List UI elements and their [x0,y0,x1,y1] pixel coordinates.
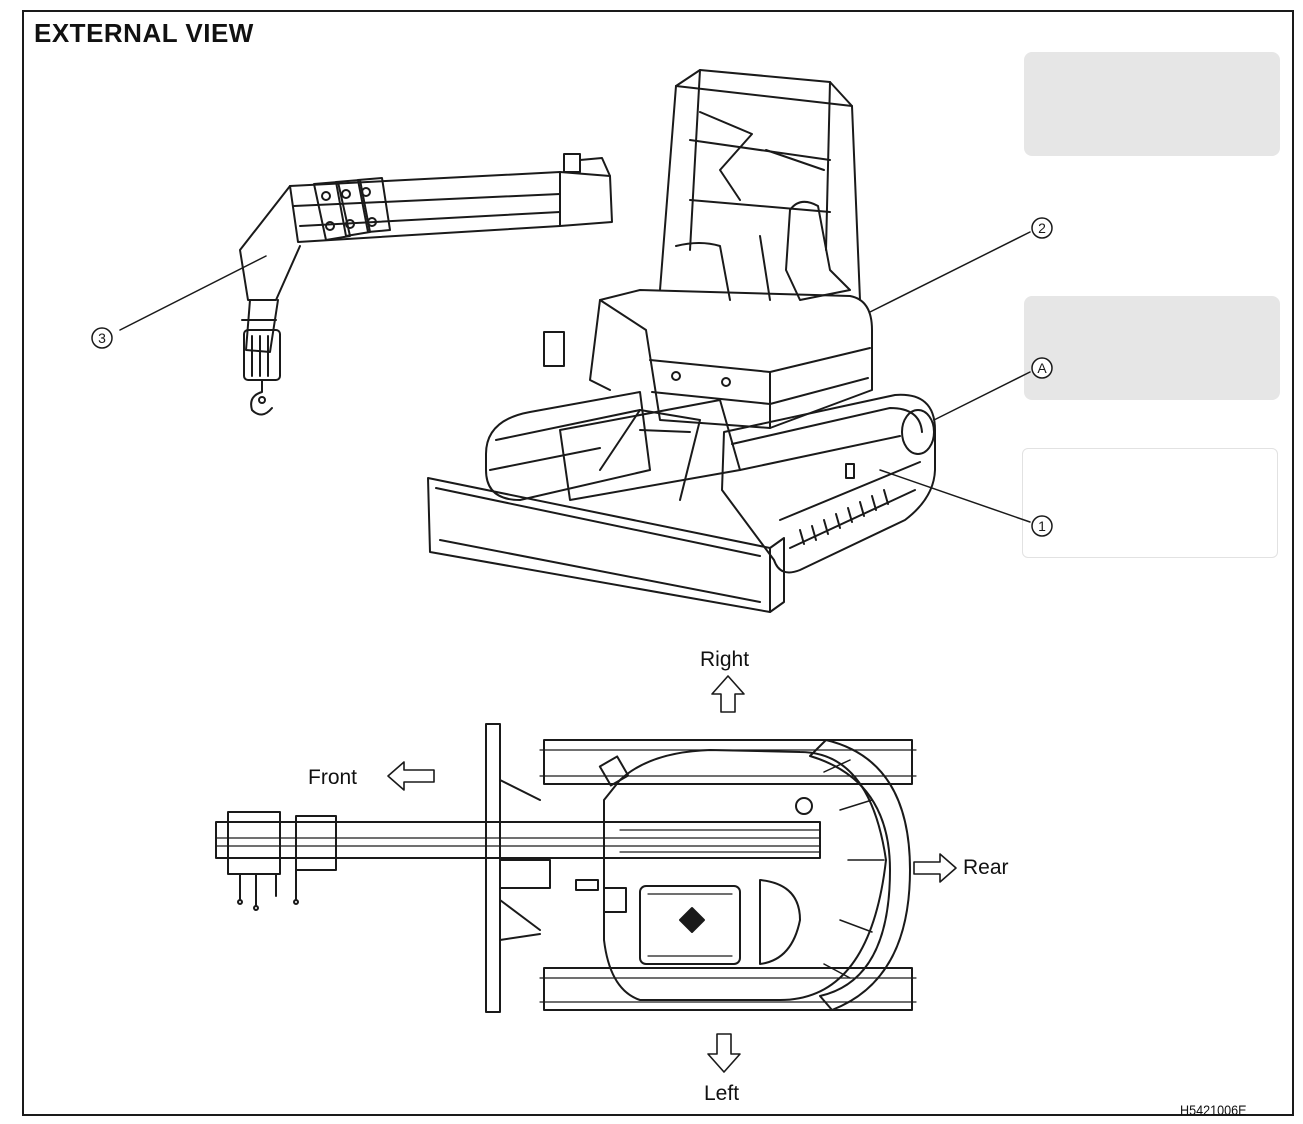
callout-1: 1 [1031,515,1053,537]
front-arrow-icon [387,761,435,791]
left-arrow-icon [707,1033,741,1073]
right-crawler-track [721,393,936,574]
perspective-crane-excavator [239,69,936,613]
right-arrow-icon [711,675,745,713]
callout-3: 3 [91,327,113,349]
svg-text:A: A [1037,360,1047,376]
direction-label-front: Front [308,766,358,789]
top-view-crane-excavator [215,723,917,1013]
drawing-code: H5421006E [1180,1102,1247,1118]
top-upper-structure [603,749,887,1001]
callout-markers: 3 2 A 1 [91,217,1053,537]
svg-text:2: 2 [1038,220,1046,236]
undercarriage [559,399,741,501]
rear-arrow-icon [913,853,957,883]
bleed-notes-box [1022,448,1278,558]
bleed-caution-box [1024,52,1280,156]
operator-canopy [659,69,861,301]
page-title: EXTERNAL VIEW [34,18,254,48]
dozer-blade [427,477,785,613]
callout-2: 2 [1031,217,1053,239]
callout-A: A [1031,357,1053,379]
callout-leaders [119,231,1031,523]
bleed-important-box [1024,296,1280,400]
top-dozer-blade [485,723,501,1013]
page-frame [22,10,1294,1116]
top-cab-floor [639,885,741,965]
direction-label-left: Left [704,1082,740,1105]
direction-arrows [387,675,957,1073]
top-right-track [543,739,913,785]
direction-label-right: Right [700,648,750,671]
crane-boom [239,153,613,416]
top-left-track [543,967,913,1011]
top-counterweight [809,739,911,1011]
upper-structure [543,289,873,429]
direction-label-rear: Rear [963,856,1009,879]
svg-text:1: 1 [1038,518,1046,534]
svg-text:3: 3 [98,330,106,346]
